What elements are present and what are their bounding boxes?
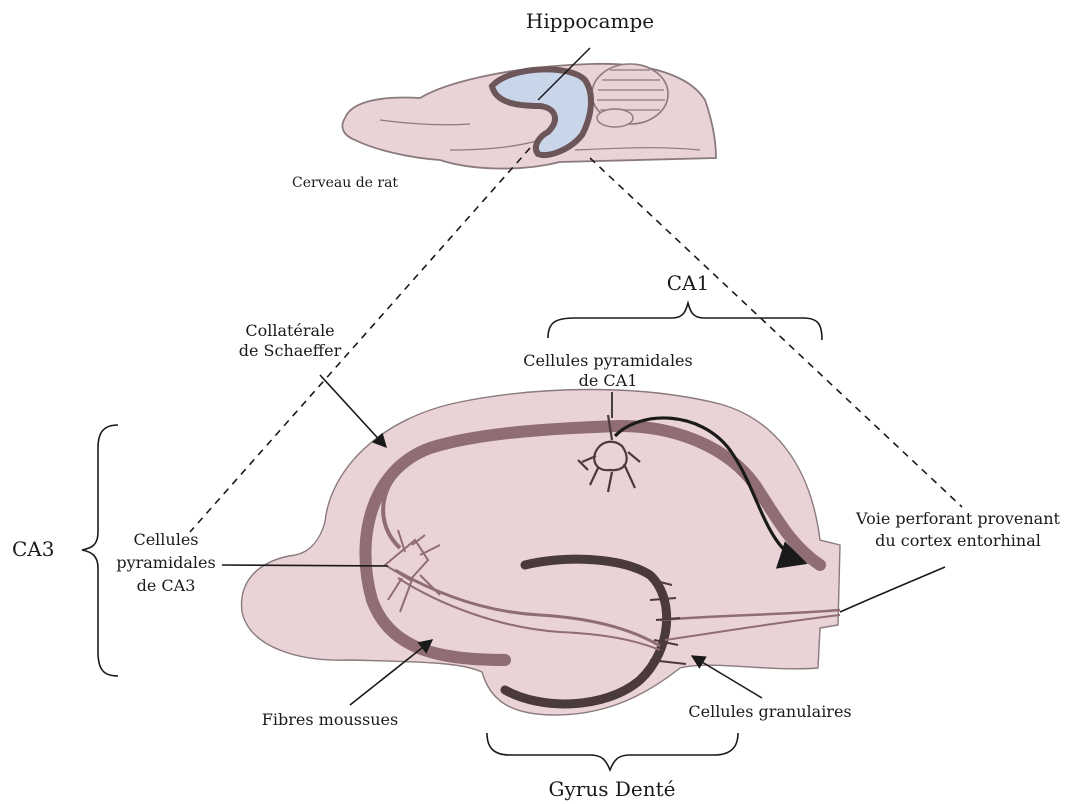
label-voie-line1: Voie perforant provenant — [855, 509, 1060, 528]
label-collaterale-line1: Collatérale — [245, 321, 334, 340]
voie-pointer — [840, 567, 945, 612]
label-pyr-ca1-line2: de CA1 — [579, 371, 638, 390]
label-granulaires: Cellules granulaires — [688, 702, 851, 721]
label-pyr-ca1-line1: Cellules pyramidales — [523, 351, 692, 370]
label-fibres: Fibres moussues — [262, 710, 398, 729]
label-voie-line2: du cortex entorhinal — [875, 531, 1041, 550]
label-ca1: CA1 — [667, 271, 709, 295]
label-pyr-ca3-line3: de CA3 — [137, 576, 196, 595]
hippocampal-slice — [242, 390, 840, 716]
brace-ca3 — [82, 425, 118, 676]
rat-brain — [342, 64, 716, 169]
schaffer-arrow — [320, 375, 386, 447]
slice-tissue — [242, 390, 840, 716]
label-gyrus: Gyrus Denté — [549, 777, 676, 801]
brace-ca1 — [548, 303, 822, 340]
label-pyr-ca3-line2: pyramidales — [116, 553, 215, 572]
label-hippocampe: Hippocampe — [526, 9, 654, 33]
brace-gyrus — [487, 733, 738, 770]
pyr-ca3-pointer — [222, 565, 388, 566]
label-collaterale-line2: de Schaeffer — [239, 341, 342, 360]
label-pyr-ca3-line1: Cellules — [133, 530, 198, 549]
label-ca3: CA3 — [12, 537, 54, 561]
label-cerveau: Cerveau de rat — [292, 175, 398, 191]
